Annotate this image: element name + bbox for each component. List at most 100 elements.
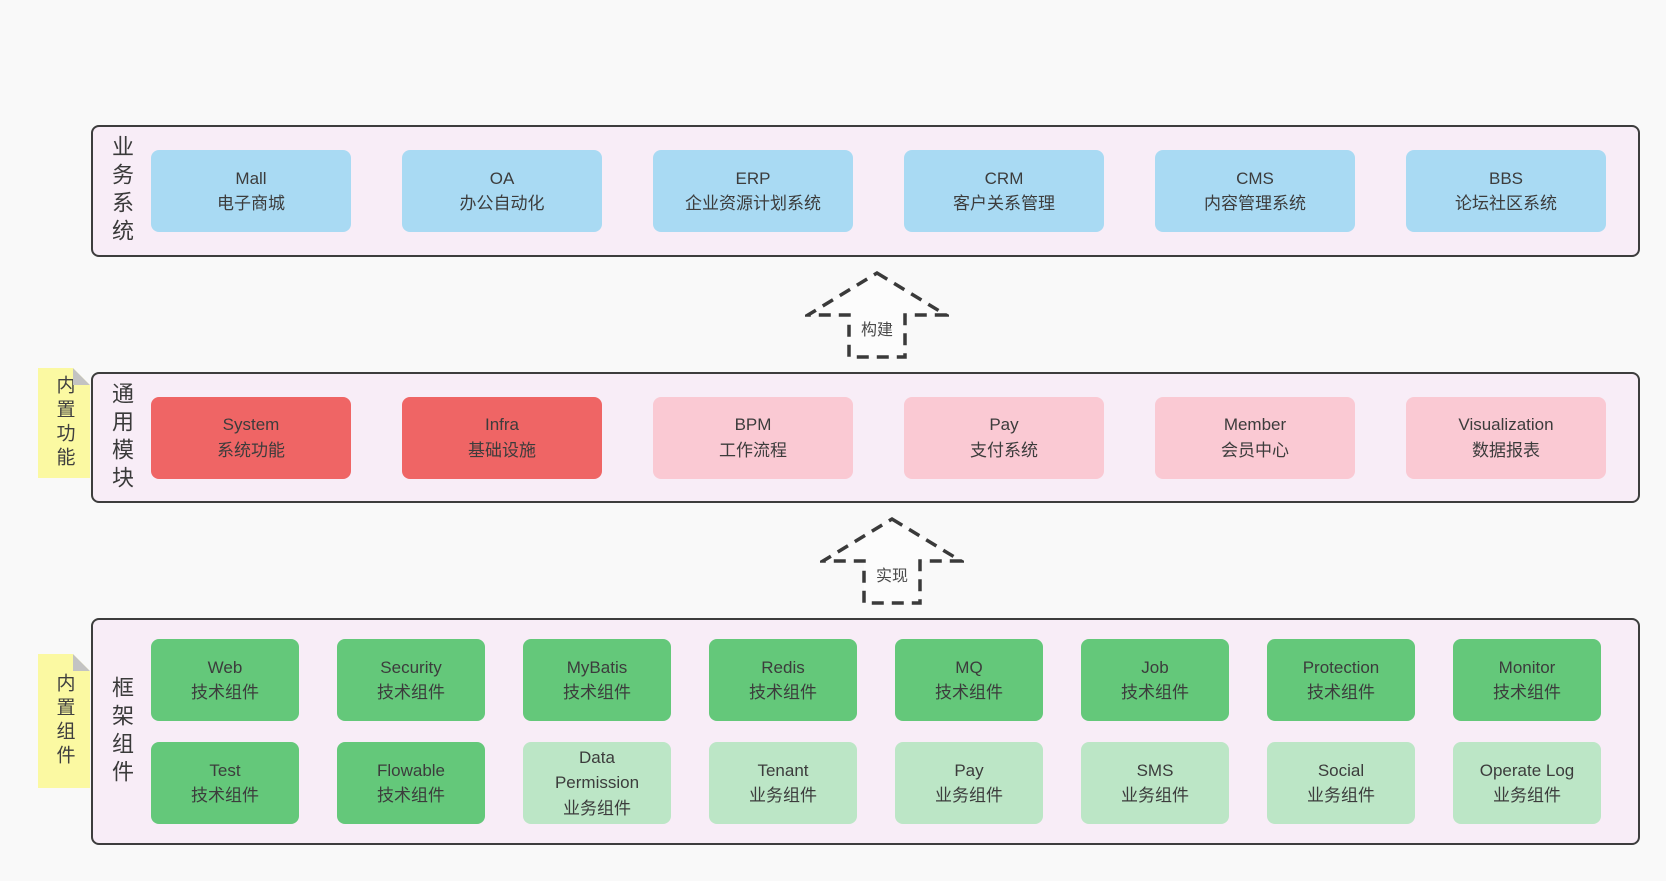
box-redis-name: Redis [761, 657, 805, 677]
box-mq-desc: 技术组件 [935, 683, 1003, 702]
block-up-arrow-icon [805, 270, 949, 359]
box-sms: SMS 业务组件 [1081, 742, 1229, 824]
box-protection-desc: 技术组件 [1307, 683, 1375, 702]
box-crm-desc: 客户关系管理 [953, 194, 1055, 213]
box-bpm-desc: 工作流程 [719, 440, 787, 460]
box-mall-desc: 电子商城 [217, 194, 285, 213]
box-tenant: Tenant 业务组件 [709, 742, 857, 824]
box-security-desc: 技术组件 [377, 683, 445, 702]
arrow-implement-label: 实现 [875, 568, 908, 585]
box-pay-component-desc: 业务组件 [935, 786, 1003, 805]
box-mybatis-name: MyBatis [566, 657, 628, 677]
box-operate-log: Operate Log 业务组件 [1453, 742, 1601, 824]
box-pay-module-name: Pay [989, 415, 1019, 434]
box-mall: Mall 电子商城 [151, 150, 351, 232]
box-job-desc: 技术组件 [1121, 683, 1189, 702]
box-job: Job 技术组件 [1081, 639, 1229, 721]
box-system-desc: 系统功能 [217, 440, 285, 460]
box-social-desc: 业务组件 [1307, 786, 1375, 805]
box-oa-name: OA [489, 168, 515, 188]
box-protection: Protection 技术组件 [1267, 639, 1415, 721]
box-test-desc: 技术组件 [191, 786, 259, 805]
box-data-permission-name: Data Permission [554, 747, 640, 793]
box-infra-desc: 基础设施 [468, 440, 536, 460]
folded-corner-icon [73, 368, 90, 385]
box-erp-desc: 企业资源计划系统 [685, 194, 821, 213]
band-framework-components-content: Web 技术组件 Security 技术组件 MyBatis 技术组件 Redi… [149, 620, 1638, 843]
box-sms-name: SMS [1136, 760, 1174, 780]
box-member-desc: 会员中心 [1221, 440, 1289, 460]
box-member: Member 会员中心 [1155, 396, 1355, 479]
box-redis-desc: 技术组件 [749, 683, 817, 702]
arrow-build: 构建 [805, 270, 949, 360]
box-erp: ERP 企业资源计划系统 [653, 150, 853, 232]
band-label-text: 通用模块 [109, 381, 134, 494]
box-oa: OA 办公自动化 [402, 150, 602, 232]
box-web-name: Web [207, 657, 243, 677]
band-framework-components-label: 框架组件 [93, 620, 149, 843]
box-row: System 系统功能 Infra 基础设施 BPM 工作流程 Pay 支付系统… [151, 396, 1608, 479]
band-common-modules-content: System 系统功能 Infra 基础设施 BPM 工作流程 Pay 支付系统… [149, 374, 1638, 501]
box-row: Mall 电子商城 OA 办公自动化 ERP 企业资源计划系统 CRM 客户关系… [151, 150, 1608, 232]
block-up-arrow-icon [820, 516, 964, 605]
box-web: Web 技术组件 [151, 639, 299, 721]
box-row: Web 技术组件 Security 技术组件 MyBatis 技术组件 Redi… [151, 639, 1608, 721]
box-mq-name: MQ [955, 657, 983, 677]
sticky-note-built-in-components: 内置组件 [38, 654, 90, 788]
box-visualization-name: Visualization [1458, 415, 1554, 434]
box-redis: Redis 技术组件 [709, 639, 857, 721]
box-mybatis: MyBatis 技术组件 [523, 639, 671, 721]
box-bbs-name: BBS [1488, 168, 1524, 188]
box-bbs-desc: 论坛社区系统 [1455, 194, 1557, 213]
box-crm: CRM 客户关系管理 [904, 150, 1104, 232]
box-test: Test 技术组件 [151, 742, 299, 824]
box-monitor: Monitor 技术组件 [1453, 639, 1601, 721]
box-visualization: Visualization 数据报表 [1406, 396, 1606, 479]
box-operate-log-name: Operate Log [1479, 760, 1575, 780]
box-mybatis-desc: 技术组件 [563, 683, 631, 702]
box-test-name: Test [209, 760, 241, 780]
band-label-text: 业务系统 [109, 135, 134, 247]
box-flowable-desc: 技术组件 [377, 786, 445, 805]
box-web-desc: 技术组件 [191, 683, 259, 702]
box-sms-desc: 业务组件 [1121, 786, 1189, 805]
band-label-text: 框架组件 [109, 675, 134, 788]
box-mall-name: Mall [235, 168, 267, 188]
box-flowable: Flowable 技术组件 [337, 742, 485, 824]
box-data-permission-desc: 业务组件 [563, 798, 631, 818]
band-business-systems-content: Mall 电子商城 OA 办公自动化 ERP 企业资源计划系统 CRM 客户关系… [149, 127, 1638, 255]
box-monitor-desc: 技术组件 [1493, 683, 1561, 702]
box-social: Social 业务组件 [1267, 742, 1415, 824]
box-crm-name: CRM [984, 168, 1024, 188]
box-social-name: Social [1317, 760, 1365, 780]
box-pay-component-name: Pay [954, 760, 984, 780]
box-visualization-desc: 数据报表 [1472, 440, 1540, 460]
box-monitor-name: Monitor [1498, 657, 1556, 677]
box-tenant-desc: 业务组件 [749, 786, 817, 805]
box-security: Security 技术组件 [337, 639, 485, 721]
box-security-name: Security [380, 657, 442, 677]
sticky-note-text: 内置组件 [53, 673, 75, 769]
box-bpm-name: BPM [734, 415, 772, 434]
box-pay-module-desc: 支付系统 [970, 440, 1038, 460]
arrow-implement: 实现 [820, 516, 964, 606]
box-erp-name: ERP [735, 168, 771, 188]
box-bbs: BBS 论坛社区系统 [1406, 150, 1606, 232]
sticky-note-built-in-features: 内置功能 [38, 368, 90, 478]
box-operate-log-desc: 业务组件 [1493, 786, 1561, 805]
band-framework-components: 框架组件 Web 技术组件 Security 技术组件 MyBatis 技术组件… [91, 618, 1640, 845]
box-tenant-name: Tenant [757, 760, 809, 780]
box-mq: MQ 技术组件 [895, 639, 1043, 721]
box-system-name: System [222, 415, 280, 434]
box-job-name: Job [1141, 657, 1169, 677]
box-pay-module: Pay 支付系统 [904, 396, 1104, 479]
box-member-name: Member [1223, 415, 1287, 434]
box-pay-component: Pay 业务组件 [895, 742, 1043, 824]
band-common-modules-label: 通用模块 [93, 374, 149, 501]
box-data-permission: Data Permission 业务组件 [523, 742, 671, 824]
folded-corner-icon [73, 654, 90, 671]
box-bpm: BPM 工作流程 [653, 396, 853, 479]
box-infra-name: Infra [484, 415, 520, 434]
box-protection-name: Protection [1302, 657, 1380, 677]
